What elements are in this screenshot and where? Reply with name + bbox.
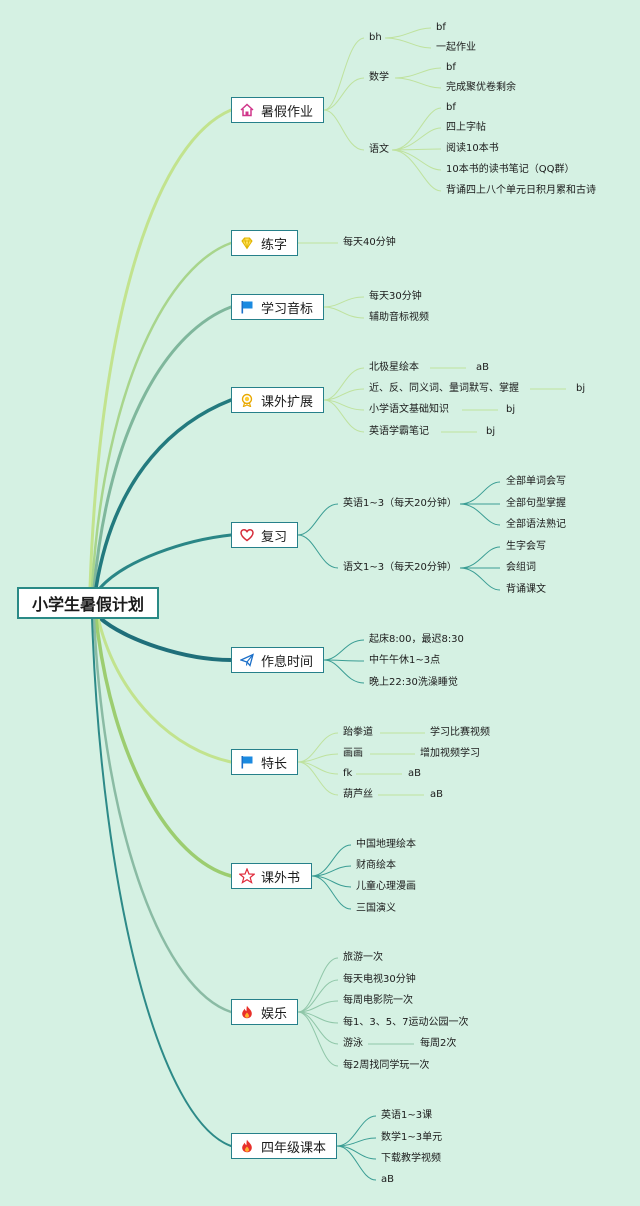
- heart-icon: [239, 527, 255, 543]
- root-topic[interactable]: 小学生暑假计划: [17, 587, 159, 619]
- review-english-item[interactable]: 全部句型掌握: [506, 498, 566, 509]
- homework-math-item[interactable]: 完成聚优卷剩余: [446, 82, 516, 93]
- review-chinese-item[interactable]: 生字会写: [506, 541, 546, 552]
- schedule-item[interactable]: 起床8:00，最迟8:30: [369, 634, 464, 645]
- branch-label: 四年级课本: [261, 1140, 327, 1156]
- homework-chinese[interactable]: 语文: [369, 144, 389, 155]
- schedule-item[interactable]: 中午午休1~3点: [369, 655, 441, 666]
- review-chinese[interactable]: 语文1~3（每天20分钟）: [343, 562, 457, 573]
- branch-label: 娱乐: [261, 1006, 288, 1022]
- homework-chinese-item[interactable]: 阅读10本书: [446, 143, 499, 154]
- homework-bh-item[interactable]: 一起作业: [436, 42, 476, 53]
- calligraphy-item[interactable]: 每天40分钟: [343, 237, 396, 248]
- extension-tag[interactable]: bj: [506, 404, 516, 415]
- extension-item[interactable]: 北极星绘本: [369, 362, 419, 373]
- flag-icon: [239, 754, 255, 770]
- branch-label: 课外扩展: [261, 394, 314, 410]
- branch-label: 作息时间: [261, 654, 314, 670]
- talent-detail[interactable]: 学习比赛视频: [430, 727, 490, 738]
- fire-icon: [239, 1138, 255, 1154]
- branch-label: 暑假作业: [261, 104, 314, 120]
- flag-icon: [239, 299, 255, 315]
- talent-item[interactable]: 跆拳道: [343, 727, 373, 738]
- homework-chinese-item[interactable]: 四上字帖: [446, 122, 486, 133]
- book-item[interactable]: 财商绘本: [356, 860, 396, 871]
- review-chinese-item[interactable]: 背诵课文: [506, 584, 546, 595]
- extension-tag[interactable]: bj: [576, 383, 586, 394]
- homework-bh-item[interactable]: bf: [436, 22, 446, 33]
- branch-extension[interactable]: 课外扩展: [231, 387, 324, 413]
- book-item[interactable]: 儿童心理漫画: [356, 881, 416, 892]
- paper-plane-icon: [239, 652, 255, 668]
- homework-chinese-item[interactable]: bf: [446, 102, 456, 113]
- fun-item[interactable]: 每2周找同学玩一次: [343, 1060, 430, 1071]
- textbook-item[interactable]: 英语1~3课: [381, 1110, 433, 1121]
- talent-item[interactable]: fk: [343, 768, 353, 779]
- extension-item[interactable]: 小学语文基础知识: [369, 404, 449, 415]
- diamond-icon: [239, 235, 255, 251]
- branch-grade4-textbook[interactable]: 四年级课本: [231, 1133, 337, 1159]
- review-chinese-item[interactable]: 会组词: [506, 562, 536, 573]
- branch-label: 复习: [261, 529, 288, 545]
- talent-detail[interactable]: aB: [408, 768, 421, 779]
- branch-schedule[interactable]: 作息时间: [231, 647, 324, 673]
- fun-item[interactable]: 每周电影院一次: [343, 995, 413, 1006]
- homework-bh[interactable]: bh: [369, 32, 382, 43]
- extension-item[interactable]: 英语学霸笔记: [369, 426, 429, 437]
- homework-chinese-item[interactable]: 10本书的读书笔记（QQ群）: [446, 164, 575, 175]
- textbook-item[interactable]: aB: [381, 1174, 394, 1185]
- homework-math-item[interactable]: bf: [446, 62, 456, 73]
- star-icon: [239, 868, 255, 884]
- branch-summer-homework[interactable]: 暑假作业: [231, 97, 324, 123]
- homework-math[interactable]: 数学: [369, 72, 389, 83]
- branch-calligraphy[interactable]: 练字: [231, 230, 298, 256]
- branch-label: 练字: [261, 237, 288, 253]
- extension-tag[interactable]: bj: [486, 426, 496, 437]
- textbook-item[interactable]: 数学1~3单元: [381, 1132, 443, 1143]
- talent-detail[interactable]: aB: [430, 789, 443, 800]
- talent-item[interactable]: 画画: [343, 748, 363, 759]
- extension-tag[interactable]: aB: [476, 362, 489, 373]
- textbook-item[interactable]: 下载教学视频: [381, 1153, 441, 1164]
- fire-icon: [239, 1004, 255, 1020]
- branch-talent[interactable]: 特长: [231, 749, 298, 775]
- fun-detail[interactable]: 每周2次: [420, 1038, 457, 1049]
- talent-detail[interactable]: 增加视频学习: [420, 748, 480, 759]
- fun-item[interactable]: 每1、3、5、7运动公园一次: [343, 1017, 469, 1028]
- fun-item[interactable]: 游泳: [343, 1038, 363, 1049]
- book-item[interactable]: 中国地理绘本: [356, 839, 416, 850]
- phonics-item[interactable]: 辅助音标视频: [369, 312, 429, 323]
- fun-item[interactable]: 每天电视30分钟: [343, 974, 416, 985]
- phonics-item[interactable]: 每天30分钟: [369, 291, 422, 302]
- fun-item[interactable]: 旅游一次: [343, 952, 383, 963]
- branch-label: 课外书: [261, 870, 301, 886]
- branch-label: 特长: [261, 756, 288, 772]
- review-english-item[interactable]: 全部语法熟记: [506, 519, 566, 530]
- branch-label: 学习音标: [261, 301, 314, 317]
- book-item[interactable]: 三国演义: [356, 903, 396, 914]
- home-icon: [239, 102, 255, 118]
- medal-icon: [239, 392, 255, 408]
- branch-entertainment[interactable]: 娱乐: [231, 999, 298, 1025]
- talent-item[interactable]: 葫芦丝: [343, 789, 373, 800]
- branch-review[interactable]: 复习: [231, 522, 298, 548]
- extension-item[interactable]: 近、反、同义词、量词默写、掌握: [369, 383, 519, 394]
- schedule-item[interactable]: 晚上22:30洗澡睡觉: [369, 677, 458, 688]
- branch-extra-books[interactable]: 课外书: [231, 863, 312, 889]
- review-english[interactable]: 英语1~3（每天20分钟）: [343, 498, 457, 509]
- branch-phonics[interactable]: 学习音标: [231, 294, 324, 320]
- review-english-item[interactable]: 全部单词会写: [506, 476, 566, 487]
- homework-chinese-item[interactable]: 背诵四上八个单元日积月累和古诗: [446, 185, 596, 196]
